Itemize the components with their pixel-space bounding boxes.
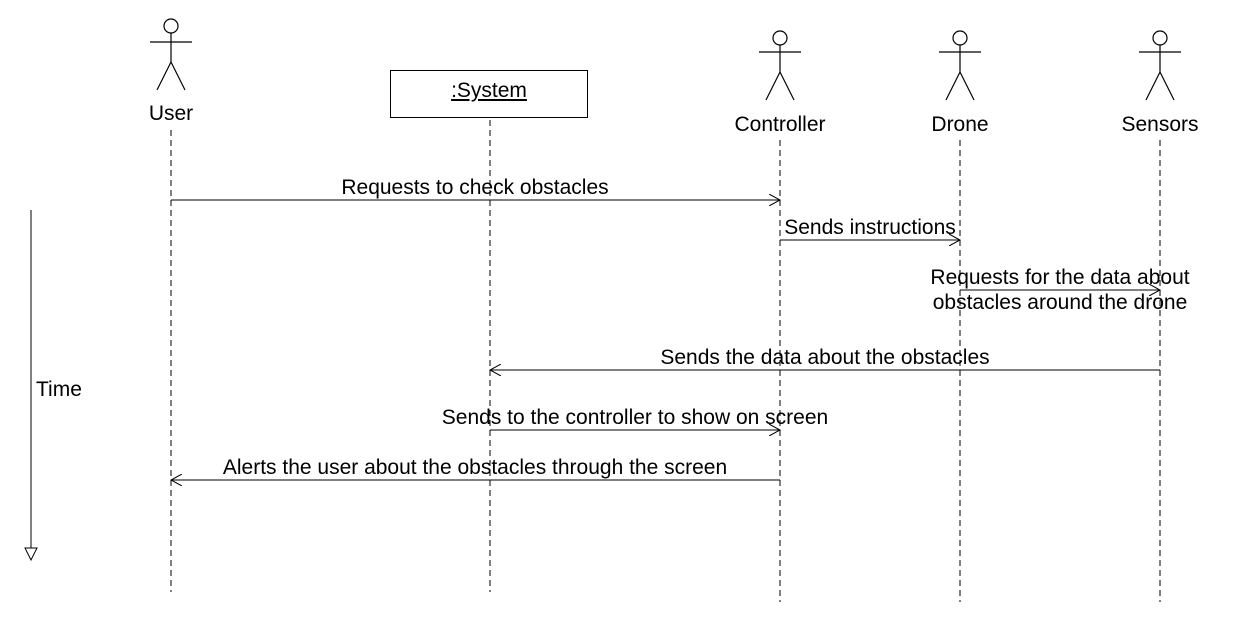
message-label-6: Alerts the user about the obstacles thro…	[222, 456, 728, 479]
user-actor-label: User	[148, 102, 194, 125]
message-label-3-line2: obstacles around the drone	[932, 291, 1188, 314]
message-label-3-line1: Requests for the data about	[930, 266, 1190, 289]
controller-actor-icon	[759, 30, 801, 101]
time-axis-label: Time	[36, 378, 82, 401]
message-label-1: Requests to check obstacles	[341, 176, 609, 199]
time-axis-arrow	[24, 210, 38, 562]
drone-actor-label: Drone	[931, 113, 989, 136]
message-label-5: Sends to the controller to show on scree…	[441, 406, 829, 429]
drone-actor-icon	[939, 30, 981, 101]
sensors-actor-label: Sensors	[1121, 113, 1199, 136]
message-label-2: Sends instructions	[784, 216, 956, 239]
sensors-actor-icon	[1139, 30, 1181, 101]
message-label-4: Sends the data about the obstacles	[660, 346, 990, 369]
controller-actor-label: Controller	[734, 113, 826, 136]
user-actor-icon	[150, 18, 192, 91]
system-object-box: :System	[390, 70, 588, 118]
system-object-label: :System	[451, 79, 527, 102]
